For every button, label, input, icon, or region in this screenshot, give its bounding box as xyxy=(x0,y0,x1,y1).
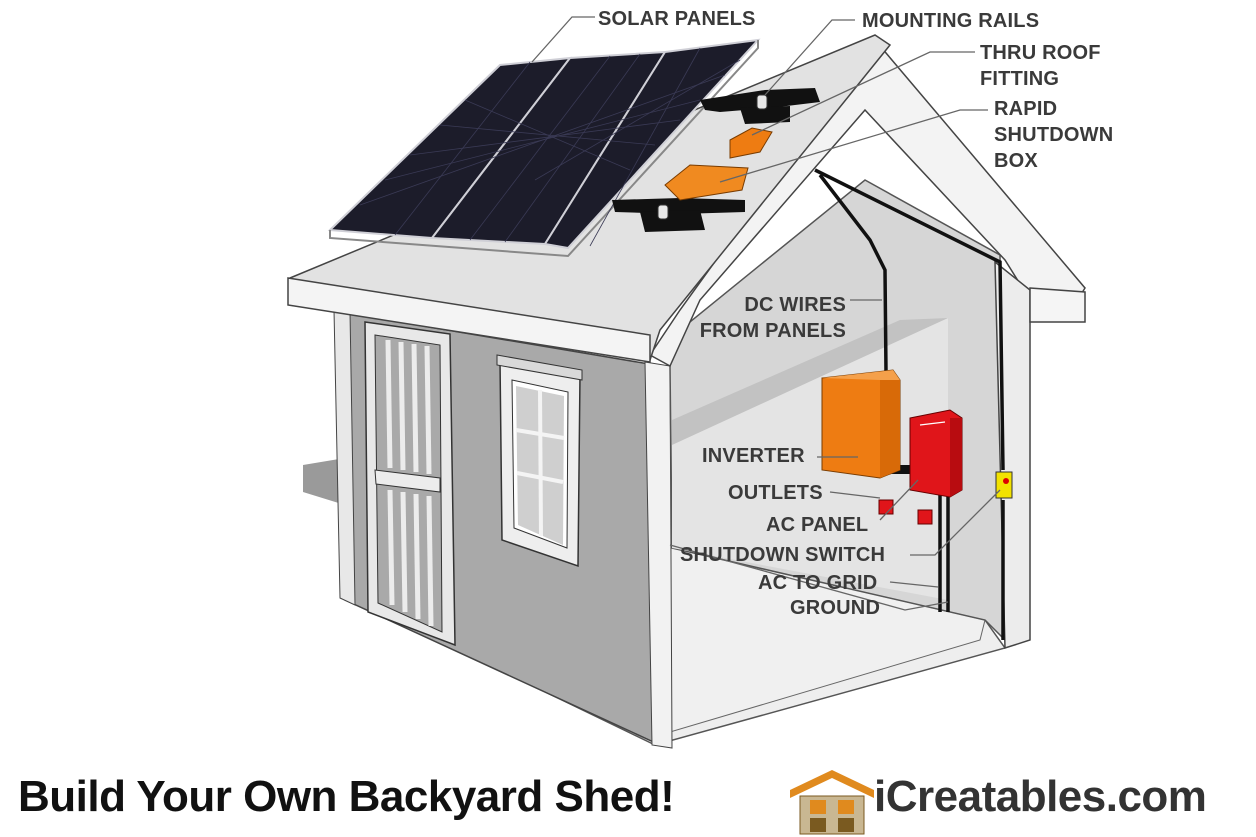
label-rapid-line-3: BOX xyxy=(994,150,1038,172)
thru-roof-fitting xyxy=(729,127,773,159)
outlet-2 xyxy=(917,509,933,525)
label-solar-panels: SOLAR PANELS xyxy=(598,8,756,30)
solar-panel-array xyxy=(327,38,761,258)
shed-window xyxy=(496,354,583,568)
rapid-shutdown-box xyxy=(664,164,749,201)
mounting-rail-lower-foot xyxy=(640,210,705,232)
label-rapid-shutdown-box: RAPID SHUTDOWN BOX xyxy=(994,96,1113,174)
rail-bolt-lower xyxy=(657,204,669,220)
label-thru-roof-line-1: THRU ROOF xyxy=(980,42,1101,64)
rail-bolt-upper xyxy=(756,94,768,110)
eave-end-right xyxy=(1029,287,1086,323)
ac-panel-box xyxy=(909,409,963,498)
panel-frame-edge xyxy=(329,40,759,258)
mounting-rail-upper-foot xyxy=(740,106,790,124)
label-shutdown-switch: SHUTDOWN SWITCH xyxy=(680,544,886,566)
label-mounting-rails: MOUNTING RAILS xyxy=(862,10,1040,32)
inverter-box xyxy=(821,369,901,479)
leader-solar-panels xyxy=(531,16,595,63)
leader-outlets xyxy=(829,491,881,499)
footer-tagline: Build Your Own Backyard Shed! xyxy=(18,772,675,821)
leader-ac-to-grid xyxy=(889,581,939,588)
label-dc-wires-line-2: FROM PANELS xyxy=(699,320,846,342)
label-thru-roof-fitting: THRU ROOF FITTING xyxy=(980,40,1101,92)
label-ac-panel: AC PANEL xyxy=(766,514,869,536)
leader-shutdown-switch xyxy=(910,489,1001,556)
label-outlets: OUTLETS xyxy=(728,482,823,504)
interior-shadow xyxy=(672,318,948,445)
leader-ac-panel xyxy=(879,479,919,521)
ground-shadow xyxy=(303,458,345,505)
brand-name[interactable]: iCreatables.com xyxy=(874,772,1207,821)
leader-rapid-shutdown xyxy=(719,109,988,183)
right-corner-trim xyxy=(644,361,673,749)
shed-house-logo-icon xyxy=(790,770,874,835)
label-inverter: INVERTER xyxy=(702,445,805,467)
label-thru-roof-line-2: FITTING xyxy=(980,68,1060,90)
label-dc-wires: DC WIRES FROM PANELS xyxy=(686,292,846,344)
shutdown-switch xyxy=(995,471,1013,499)
leader-ground xyxy=(669,544,949,611)
dc-wires xyxy=(814,168,1005,640)
label-ac-to-grid: AC TO GRID xyxy=(758,572,878,594)
mounting-rail-lower xyxy=(612,198,745,214)
shed-door xyxy=(364,321,456,647)
leader-mounting-rails xyxy=(764,19,855,96)
leader-thru-roof-fitting xyxy=(751,51,975,136)
label-dc-wires-line-1: DC WIRES xyxy=(744,294,846,316)
outlet-1 xyxy=(878,499,894,515)
panel-cell-grid xyxy=(359,47,741,247)
label-rapid-line-2: SHUTDOWN xyxy=(994,124,1114,146)
roof-fascia xyxy=(287,277,651,363)
label-rapid-line-1: RAPID xyxy=(994,98,1058,120)
leader-lines xyxy=(531,16,1001,611)
label-ground: GROUND xyxy=(790,597,881,619)
